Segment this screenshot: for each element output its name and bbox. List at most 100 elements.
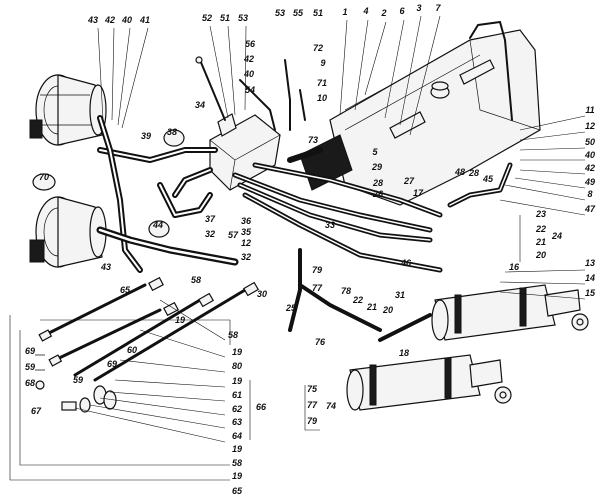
callout-65a: 65: [120, 285, 131, 295]
callout-51a: 51: [220, 13, 230, 23]
callout-32a: 32: [205, 229, 215, 239]
callout-2: 2: [380, 8, 386, 18]
callout-77b: 77: [307, 400, 318, 410]
spare-hose-assemblies: [35, 276, 260, 413]
callout-37: 37: [205, 214, 216, 224]
callout-38: 38: [167, 127, 177, 137]
callout-19b: 19: [232, 347, 242, 357]
callout-3: 3: [416, 3, 421, 13]
callout-42b: 42: [243, 54, 254, 64]
hydraulic-cylinder-lower: [346, 354, 512, 411]
callout-1: 1: [342, 7, 347, 17]
callout-32b: 32: [241, 252, 251, 262]
lower-booster-unit: [29, 196, 107, 268]
circled-callouts: [32, 129, 185, 238]
callout-19d: 19: [232, 444, 242, 454]
callout-4: 4: [362, 6, 368, 16]
callout-26: 26: [372, 189, 384, 199]
callout-65b: 65: [232, 486, 243, 496]
callout-40c: 40: [584, 150, 595, 160]
callout-71: 71: [317, 78, 327, 88]
callout-47: 47: [584, 204, 596, 214]
callout-8: 8: [587, 189, 592, 199]
callout-10: 10: [317, 93, 327, 103]
callout-19e: 19: [232, 471, 242, 481]
callout-19a: 19: [175, 315, 185, 325]
callout-55: 55: [293, 8, 304, 18]
callout-20b: 20: [382, 305, 393, 315]
callout-40b: 40: [243, 69, 254, 79]
callout-74: 74: [326, 401, 336, 411]
callout-58a: 58: [191, 275, 201, 285]
upper-booster-unit: [29, 74, 107, 146]
callout-48: 48: [454, 167, 465, 177]
callout-23: 23: [535, 209, 546, 219]
callout-13: 13: [585, 258, 595, 268]
callout-6: 6: [399, 6, 405, 16]
callout-17: 17: [413, 188, 424, 198]
part-list-brackets: [9, 215, 521, 481]
callout-63: 63: [232, 417, 242, 427]
callout-34: 34: [195, 100, 205, 110]
callout-69b: 69: [25, 346, 35, 356]
callout-12b: 12: [241, 238, 251, 248]
callout-49: 49: [584, 177, 595, 187]
callout-72: 72: [313, 43, 323, 53]
callout-76: 76: [315, 337, 326, 347]
callout-21b: 21: [366, 302, 377, 312]
callout-70: 70: [39, 172, 49, 182]
callout-5: 5: [372, 147, 378, 157]
callout-58c: 58: [232, 458, 242, 468]
callout-21: 21: [535, 237, 546, 247]
callout-60: 60: [127, 345, 137, 355]
callout-58b: 58: [228, 330, 238, 340]
callout-73: 73: [308, 135, 318, 145]
callout-35: 35: [241, 227, 252, 237]
callout-68: 68: [25, 378, 35, 388]
callout-42c: 42: [584, 163, 595, 173]
callout-42a: 42: [104, 15, 115, 25]
callout-57: 57: [228, 230, 239, 240]
callout-7: 7: [435, 3, 441, 13]
callout-25: 25: [285, 303, 297, 313]
callout-53b: 53: [275, 8, 285, 18]
callout-24: 24: [551, 231, 562, 241]
callout-56: 56: [245, 39, 256, 49]
callout-22b: 22: [352, 295, 363, 305]
leader-lines: [74, 15, 586, 443]
callout-64: 64: [232, 431, 242, 441]
callout-44: 44: [152, 220, 163, 230]
callout-80: 80: [232, 361, 242, 371]
callout-54: 54: [245, 85, 255, 95]
callout-22: 22: [535, 224, 546, 234]
callout-39: 39: [141, 131, 151, 141]
callout-16: 16: [509, 262, 520, 272]
callout-28b: 28: [372, 178, 383, 188]
callout-31: 31: [395, 290, 405, 300]
callout-29: 29: [371, 162, 382, 172]
callout-79a: 79: [312, 265, 322, 275]
callout-15: 15: [585, 288, 596, 298]
callout-43a: 43: [87, 15, 98, 25]
callout-41a: 41: [139, 15, 150, 25]
callout-59a: 59: [73, 375, 83, 385]
callout-45: 45: [482, 174, 494, 184]
callout-28a: 28: [468, 168, 479, 178]
callout-18: 18: [399, 348, 409, 358]
callout-40a: 40: [121, 15, 132, 25]
callout-27: 27: [403, 176, 415, 186]
hydraulic-hoses: [96, 59, 513, 342]
callout-59b: 59: [25, 362, 35, 372]
callout-33: 33: [325, 220, 335, 230]
callout-67: 67: [31, 406, 42, 416]
callout-36: 36: [241, 216, 252, 226]
callout-62: 62: [232, 404, 242, 414]
callout-52: 52: [202, 13, 212, 23]
callout-9: 9: [320, 58, 325, 68]
callout-50: 50: [585, 137, 595, 147]
callout-66: 66: [256, 402, 267, 412]
callout-77a: 77: [312, 283, 323, 293]
callout-78: 78: [341, 286, 351, 296]
callout-30: 30: [257, 289, 267, 299]
